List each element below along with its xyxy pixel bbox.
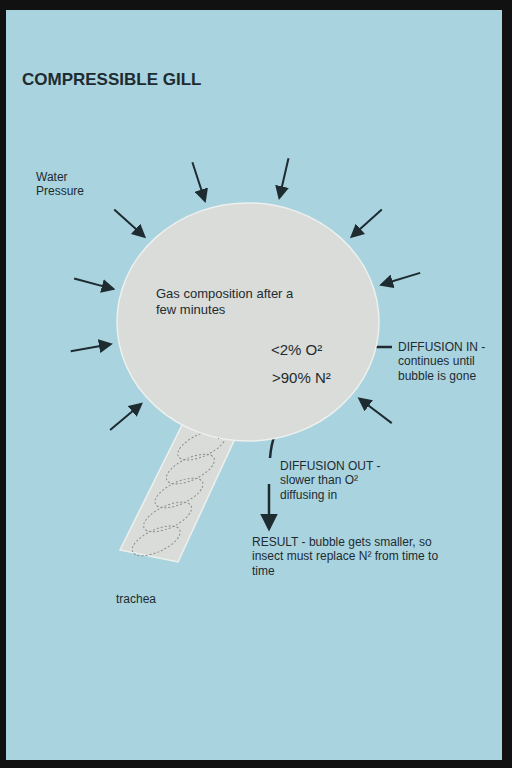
diffusion-out-arrow — [268, 484, 271, 528]
bubble-outline — [116, 202, 380, 442]
trachea-coil — [139, 496, 195, 538]
trachea-coil — [128, 520, 184, 562]
pressure-arrow — [114, 210, 144, 237]
diffusion-in-note: DIFFUSION IN - continues until bubble is… — [398, 340, 498, 383]
result-note: RESULT - bubble gets smaller, so insect … — [252, 535, 442, 578]
pressure-arrow — [360, 399, 392, 423]
trachea-tube — [120, 424, 238, 562]
pressure-arrow — [71, 344, 110, 351]
diffusion-out-note: DIFFUSION OUT - slower than O² diffusing… — [280, 459, 392, 502]
trachea-coil — [162, 448, 218, 490]
title: COMPRESSIBLE GILL — [22, 70, 201, 90]
pressure-arrow — [352, 210, 382, 237]
trachea-label: trachea — [116, 592, 196, 606]
pressure-arrow — [382, 273, 420, 285]
pressure-arrow — [74, 279, 113, 289]
gas-percentage: >90% N² — [272, 369, 331, 387]
gas-bubble: Gas composition after a few minutes <2% O… — [116, 202, 380, 442]
pressure-arrow — [279, 158, 288, 197]
pressure-arrow — [110, 404, 141, 430]
bubble-shape — [117, 203, 379, 441]
trachea-coil — [151, 472, 207, 514]
bubble-heading: Gas composition after a few minutes — [156, 286, 316, 317]
pressure-arrow — [192, 162, 204, 200]
pressure-label: Water Pressure — [36, 170, 98, 199]
gas-percentage: <2% O² — [271, 341, 322, 359]
